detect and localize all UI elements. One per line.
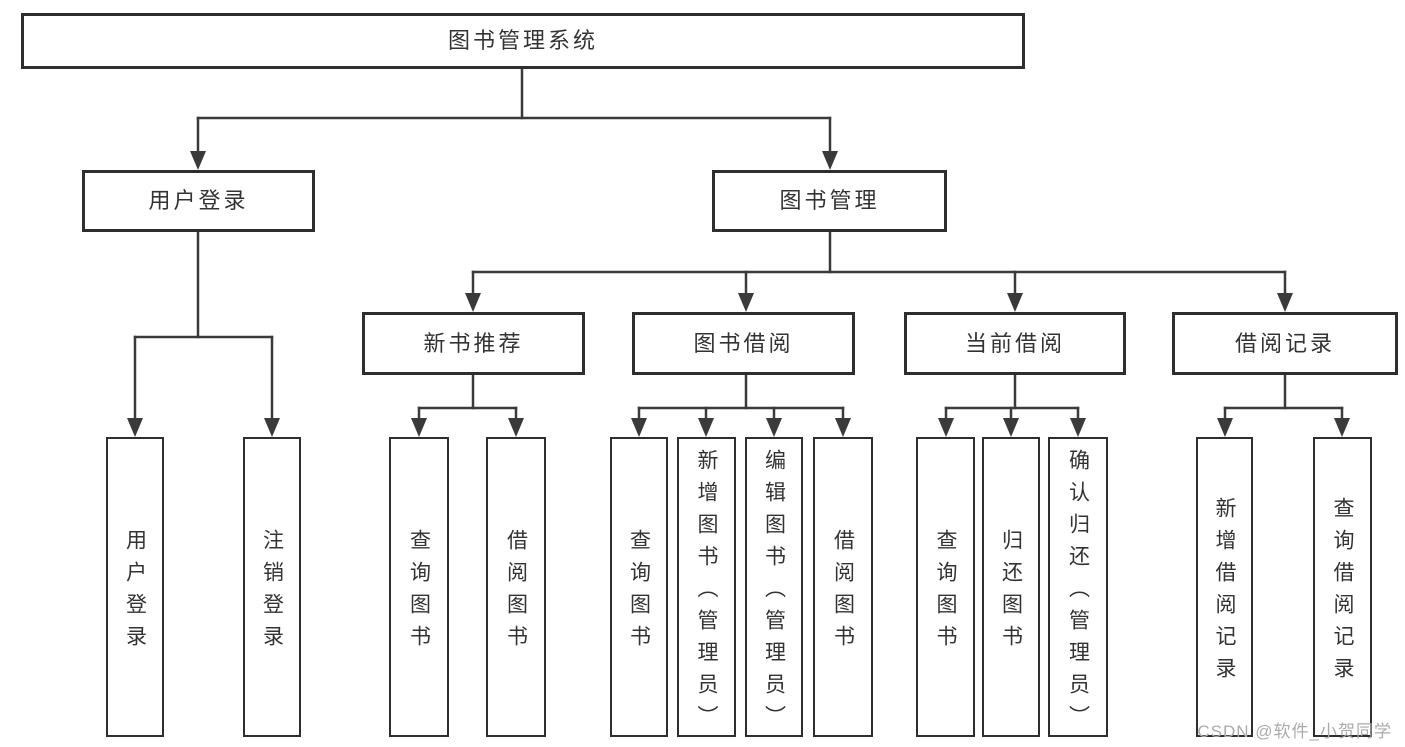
node-label: 新增借阅记录 [1213, 496, 1236, 689]
arrow-down-icon [1003, 418, 1019, 437]
node-label: 新书推荐 [423, 330, 524, 356]
node-label: 确认归还（管理员） [1066, 448, 1090, 737]
leaf-borrow-books: 借阅图书 [813, 437, 873, 737]
node-label: 查询图书 [627, 528, 651, 657]
arrow-down-icon [631, 418, 647, 437]
node-label: 查询借阅记录 [1331, 496, 1354, 689]
node-book-management: 图书管理 [712, 170, 947, 232]
node-label: 借阅记录 [1234, 330, 1335, 356]
arrow-down-icon [822, 151, 838, 170]
node-label: 借阅图书 [504, 528, 528, 657]
node-library-system: 图书管理系统 [21, 13, 1025, 69]
arrow-down-icon [1007, 293, 1023, 312]
leaf-edit-book-admin: 编辑图书（管理员） [745, 437, 803, 737]
node-label: 图书管理系统 [447, 28, 598, 53]
arrow-down-icon [411, 418, 427, 437]
arrow-down-icon [698, 418, 714, 437]
arrow-down-icon [1070, 418, 1086, 437]
arrow-down-icon [465, 293, 481, 312]
leaf-user-login: 用户登录 [106, 437, 164, 737]
leaf-add-borrow-record: 新增借阅记录 [1196, 437, 1253, 737]
node-current-borrow: 当前借阅 [904, 312, 1126, 375]
arrow-down-icon [738, 293, 754, 312]
node-book-borrow: 图书借阅 [632, 312, 855, 375]
leaf-add-book-admin: 新增图书（管理员） [677, 437, 736, 737]
csdn-watermark: CSDN @软件_小贺同学 [1197, 722, 1392, 741]
node-label: 当前借阅 [964, 330, 1065, 356]
leaf-logout: 注销登录 [243, 437, 301, 737]
leaf-query-books-current: 查询图书 [916, 437, 975, 737]
node-label: 借阅图书 [831, 528, 855, 657]
node-borrow-records: 借阅记录 [1172, 312, 1398, 375]
node-new-book-recommend: 新书推荐 [362, 312, 585, 375]
node-label: 归还图书 [999, 528, 1023, 657]
arrow-down-icon [1277, 293, 1293, 312]
leaf-borrow-books-recommend: 借阅图书 [486, 437, 546, 737]
node-label: 用户登录 [148, 188, 249, 213]
arrowheads [127, 151, 1350, 437]
leaf-return-books: 归还图书 [982, 437, 1040, 737]
leaf-confirm-return-admin: 确认归还（管理员） [1048, 437, 1108, 737]
node-user-login: 用户登录 [82, 170, 315, 232]
arrow-down-icon [1334, 418, 1350, 437]
node-label: 图书管理 [779, 188, 880, 213]
arrow-down-icon [190, 151, 206, 170]
leaf-query-borrow-record: 查询借阅记录 [1313, 437, 1372, 737]
node-label: 用户登录 [123, 528, 147, 657]
arrow-down-icon [264, 418, 280, 437]
node-label: 注销登录 [260, 528, 284, 657]
arrow-down-icon [766, 418, 782, 437]
node-label: 图书借阅 [693, 330, 794, 356]
arrow-down-icon [127, 418, 143, 437]
arrow-down-icon [1217, 418, 1233, 437]
arrow-down-icon [835, 418, 851, 437]
leaf-query-books-borrow: 查询图书 [610, 437, 668, 737]
node-label: 编辑图书（管理员） [762, 448, 786, 737]
node-label: 新增图书（管理员） [695, 448, 718, 737]
node-label: 查询图书 [407, 528, 431, 657]
leaf-query-books-recommend: 查询图书 [389, 437, 449, 737]
arrow-down-icon [508, 418, 524, 437]
arrow-down-icon [938, 418, 954, 437]
node-label: 查询图书 [934, 528, 957, 657]
